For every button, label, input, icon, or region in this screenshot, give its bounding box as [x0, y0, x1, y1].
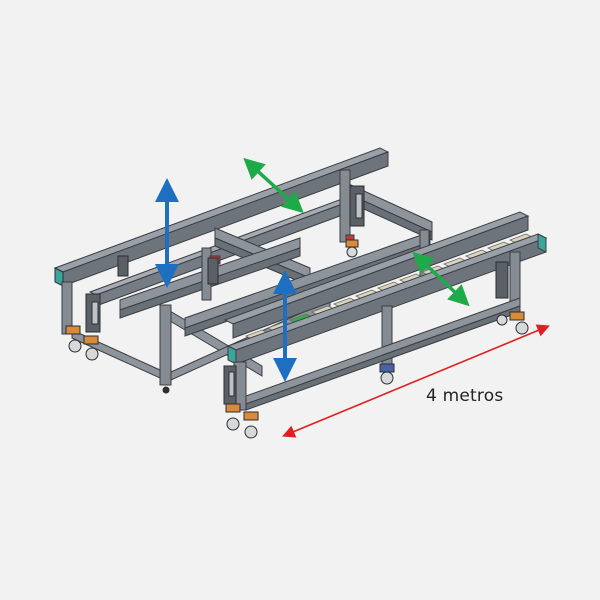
front-lift-cylinders [223, 261, 509, 405]
back-casters [65, 239, 359, 394]
horizontal-motion-arrows [243, 157, 470, 307]
transfer-arrow-back [243, 157, 304, 214]
length-dimension-label: 4 metros [426, 386, 504, 406]
back-lift-cylinders [85, 185, 365, 333]
transfer-arrow-front [412, 251, 470, 307]
length-dimension-arrow [282, 324, 550, 438]
